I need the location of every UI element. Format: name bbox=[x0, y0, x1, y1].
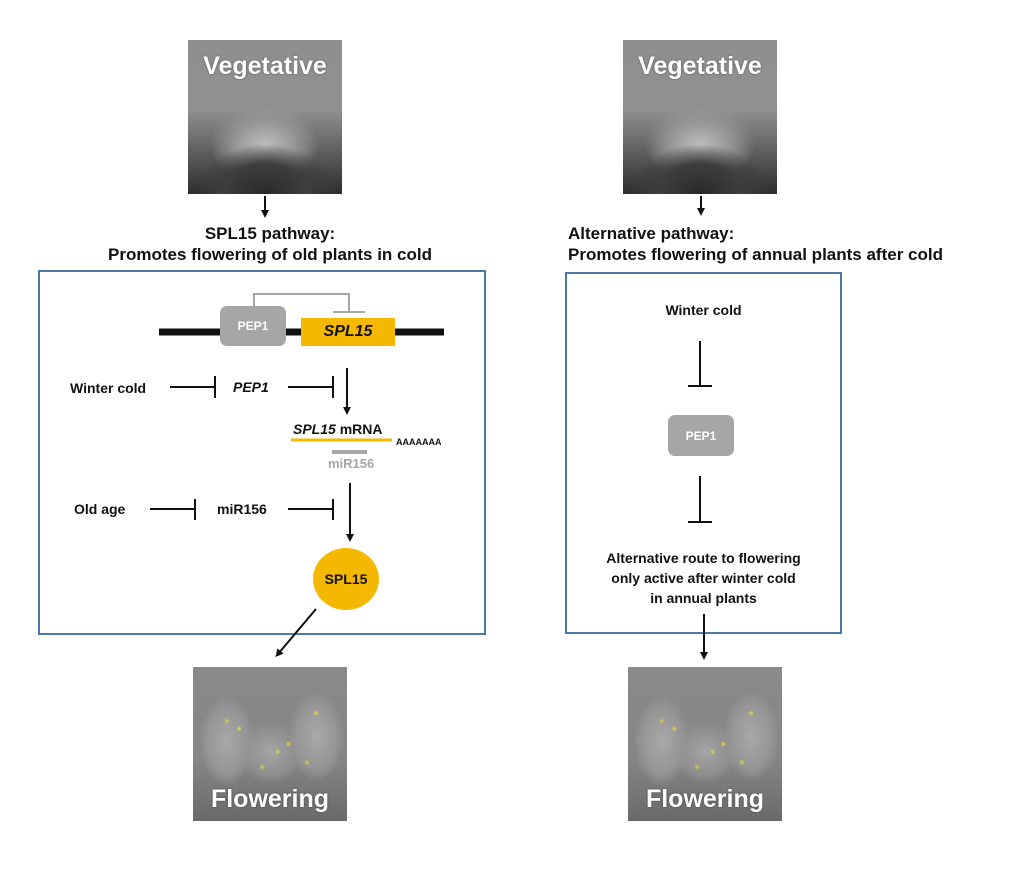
spl15-mrna-gene: SPL15 bbox=[293, 421, 336, 437]
winter-cold-label-right: Winter cold bbox=[665, 302, 742, 318]
spl15-protein: SPL15 bbox=[313, 548, 379, 610]
flowering-label-right: Flowering bbox=[645, 785, 765, 813]
vegetative-micrograph-left: Vegetative bbox=[188, 40, 342, 194]
vegetative-label-left: Vegetative bbox=[203, 52, 327, 80]
flowering-label-left: Flowering bbox=[210, 785, 330, 813]
right-title-line1: Alternative pathway: bbox=[568, 224, 735, 243]
flowering-micrograph-right: Flowering bbox=[628, 667, 782, 821]
winter-cold-label-left: Winter cold bbox=[70, 380, 147, 396]
vegetative-label-right: Vegetative bbox=[638, 52, 762, 80]
route-line2: only active after winter cold bbox=[611, 570, 796, 586]
left-title-line1: SPL15 pathway: bbox=[204, 224, 336, 243]
vegetative-micrograph-right: Vegetative bbox=[623, 40, 777, 194]
mir156-bound-label: miR156 bbox=[328, 456, 375, 471]
pep1-gene-label: PEP1 bbox=[237, 319, 269, 333]
right-pathway-title: Alternative pathway: Promotes flowering … bbox=[568, 223, 1018, 265]
spl15-gene-label: SPL15 bbox=[323, 323, 373, 340]
pep1-label-right: PEP1 bbox=[685, 428, 717, 443]
alternative-route-text: Alternative route to flowering only acti… bbox=[565, 548, 842, 608]
flowering-micrograph-left: Flowering bbox=[193, 667, 347, 821]
left-title-line2: Promotes flowering of old plants in cold bbox=[108, 245, 432, 264]
pep1-represses-spl15-bracket bbox=[253, 293, 350, 312]
pep1-gene-box: PEP1 bbox=[220, 306, 286, 346]
spl15-protein-label: SPL15 bbox=[324, 571, 368, 587]
route-line1: Alternative route to flowering bbox=[606, 550, 801, 566]
mir156-label: miR156 bbox=[217, 501, 267, 517]
left-pathway-title: SPL15 pathway: Promotes flowering of old… bbox=[40, 223, 500, 265]
right-title-line2: Promotes flowering of annual plants afte… bbox=[568, 245, 943, 264]
spl15-mrna-suffix: mRNA bbox=[335, 421, 383, 437]
arrow-spl15-to-flowering bbox=[275, 608, 317, 658]
pep1-inline-label: PEP1 bbox=[233, 379, 269, 395]
spl15-mrna-label: SPL15 mRNA bbox=[293, 421, 382, 437]
spl15-gene-box: SPL15 bbox=[301, 318, 395, 346]
poly-a-tail: AAAAAAA bbox=[396, 437, 442, 447]
route-line3: in annual plants bbox=[650, 590, 757, 606]
pep1-box-right: PEP1 bbox=[668, 415, 734, 456]
old-age-label: Old age bbox=[74, 501, 126, 517]
